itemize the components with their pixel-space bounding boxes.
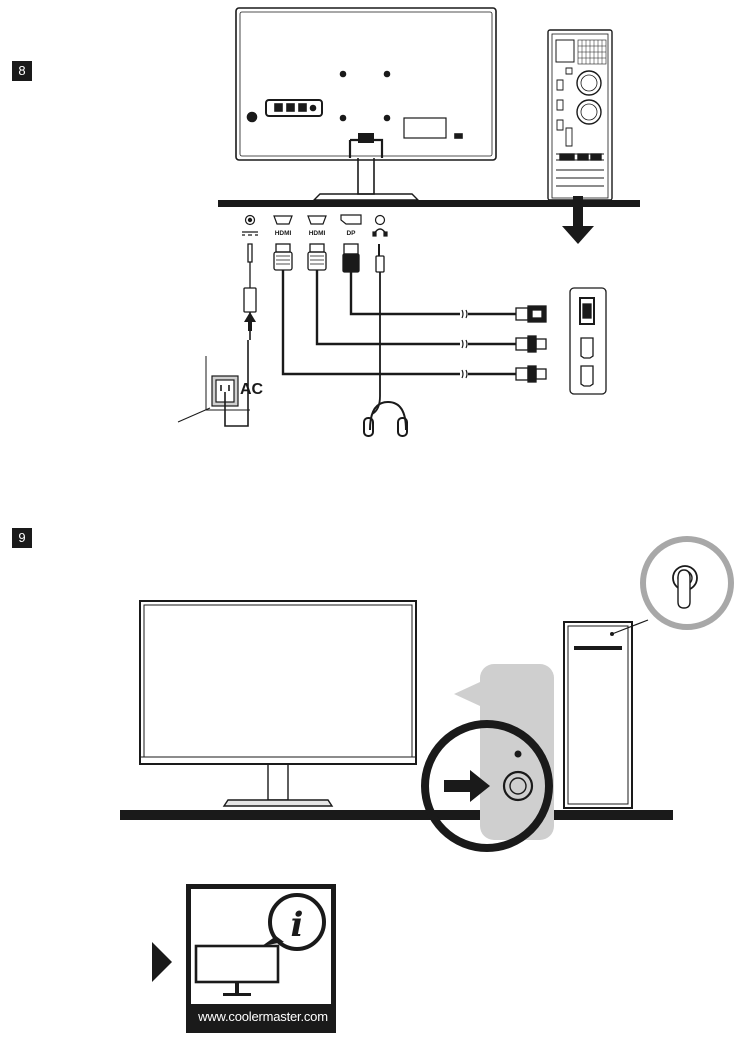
pc-tower-front [563,619,649,809]
play-arrow-icon [152,942,172,982]
pc-port-panel [569,287,607,395]
hdmi-1-port-label: HDMI [275,230,292,237]
monitor-port-icons [242,214,388,237]
cable-plugs [243,243,385,313]
arrow-down-icon [562,196,594,244]
headphones-icon [363,400,408,437]
monitor-front-view [139,600,417,807]
wall-outlet [177,340,250,427]
monitor-back-view [235,7,497,201]
pc-tower-back [547,29,613,201]
ac-label: AC [240,381,264,398]
info-glyph: i [291,905,304,945]
info-tile [186,884,336,1033]
power-button-callout [421,664,554,852]
pc-power-zoom [640,536,734,630]
desk-surface-2 [120,810,673,820]
website-url: www.coolermaster.com [198,1009,328,1024]
step-8-badge: 8 [12,61,32,81]
desk-surface [218,200,640,207]
cables [249,270,516,415]
step-9-badge: 9 [12,528,32,548]
hdmi-2-port-label: HDMI [309,230,326,237]
dp-port-label: DP [346,230,356,237]
arrow-up-icon [244,312,256,331]
pc-side-plugs [515,305,547,383]
